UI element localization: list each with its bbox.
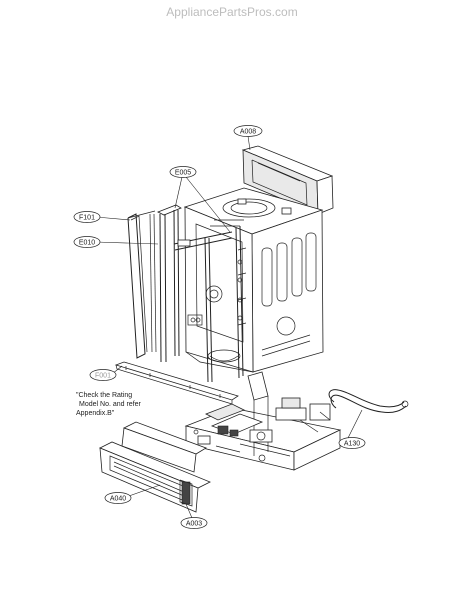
callout-e010: E010 <box>73 236 101 248</box>
callout-a003: A003 <box>180 517 208 529</box>
svg-text:E005: E005 <box>175 170 191 177</box>
callout-f001: F001 <box>89 369 117 381</box>
callout-a130: A130 <box>338 437 366 449</box>
callout-f101: F101 <box>73 211 101 223</box>
part-a130-drain-hose <box>328 389 409 413</box>
part-e010-side-strip <box>149 213 157 353</box>
part-f101-gasket <box>127 210 156 359</box>
callout-e005: E005 <box>169 166 197 178</box>
svg-text:A008: A008 <box>240 129 256 136</box>
svg-text:"Check the Rating: "Check the Rating <box>76 392 132 399</box>
svg-text:Appendix.B": Appendix.B" <box>76 410 115 417</box>
callout-a008: A008 <box>233 125 263 137</box>
svg-text:F001: F001 <box>95 373 111 380</box>
part-a040-kick-plate <box>99 441 211 513</box>
rating-note: "Check the Rating Model No. and refer Ap… <box>76 392 142 417</box>
svg-text:A040: A040 <box>110 496 126 503</box>
svg-text:A130: A130 <box>344 441 360 448</box>
part-f001-rail <box>114 361 239 405</box>
svg-text:F101: F101 <box>79 215 95 222</box>
part-e005-front-frame <box>157 204 247 383</box>
base-assembly <box>184 371 342 471</box>
callout-a040: A040 <box>104 492 132 504</box>
svg-text:Model No. and refer: Model No. and refer <box>79 401 142 408</box>
part-a003-cover <box>121 421 207 507</box>
svg-text:A003: A003 <box>186 521 202 528</box>
site-watermark: AppliancePartsPros.com <box>166 5 298 19</box>
svg-text:E010: E010 <box>79 240 95 247</box>
